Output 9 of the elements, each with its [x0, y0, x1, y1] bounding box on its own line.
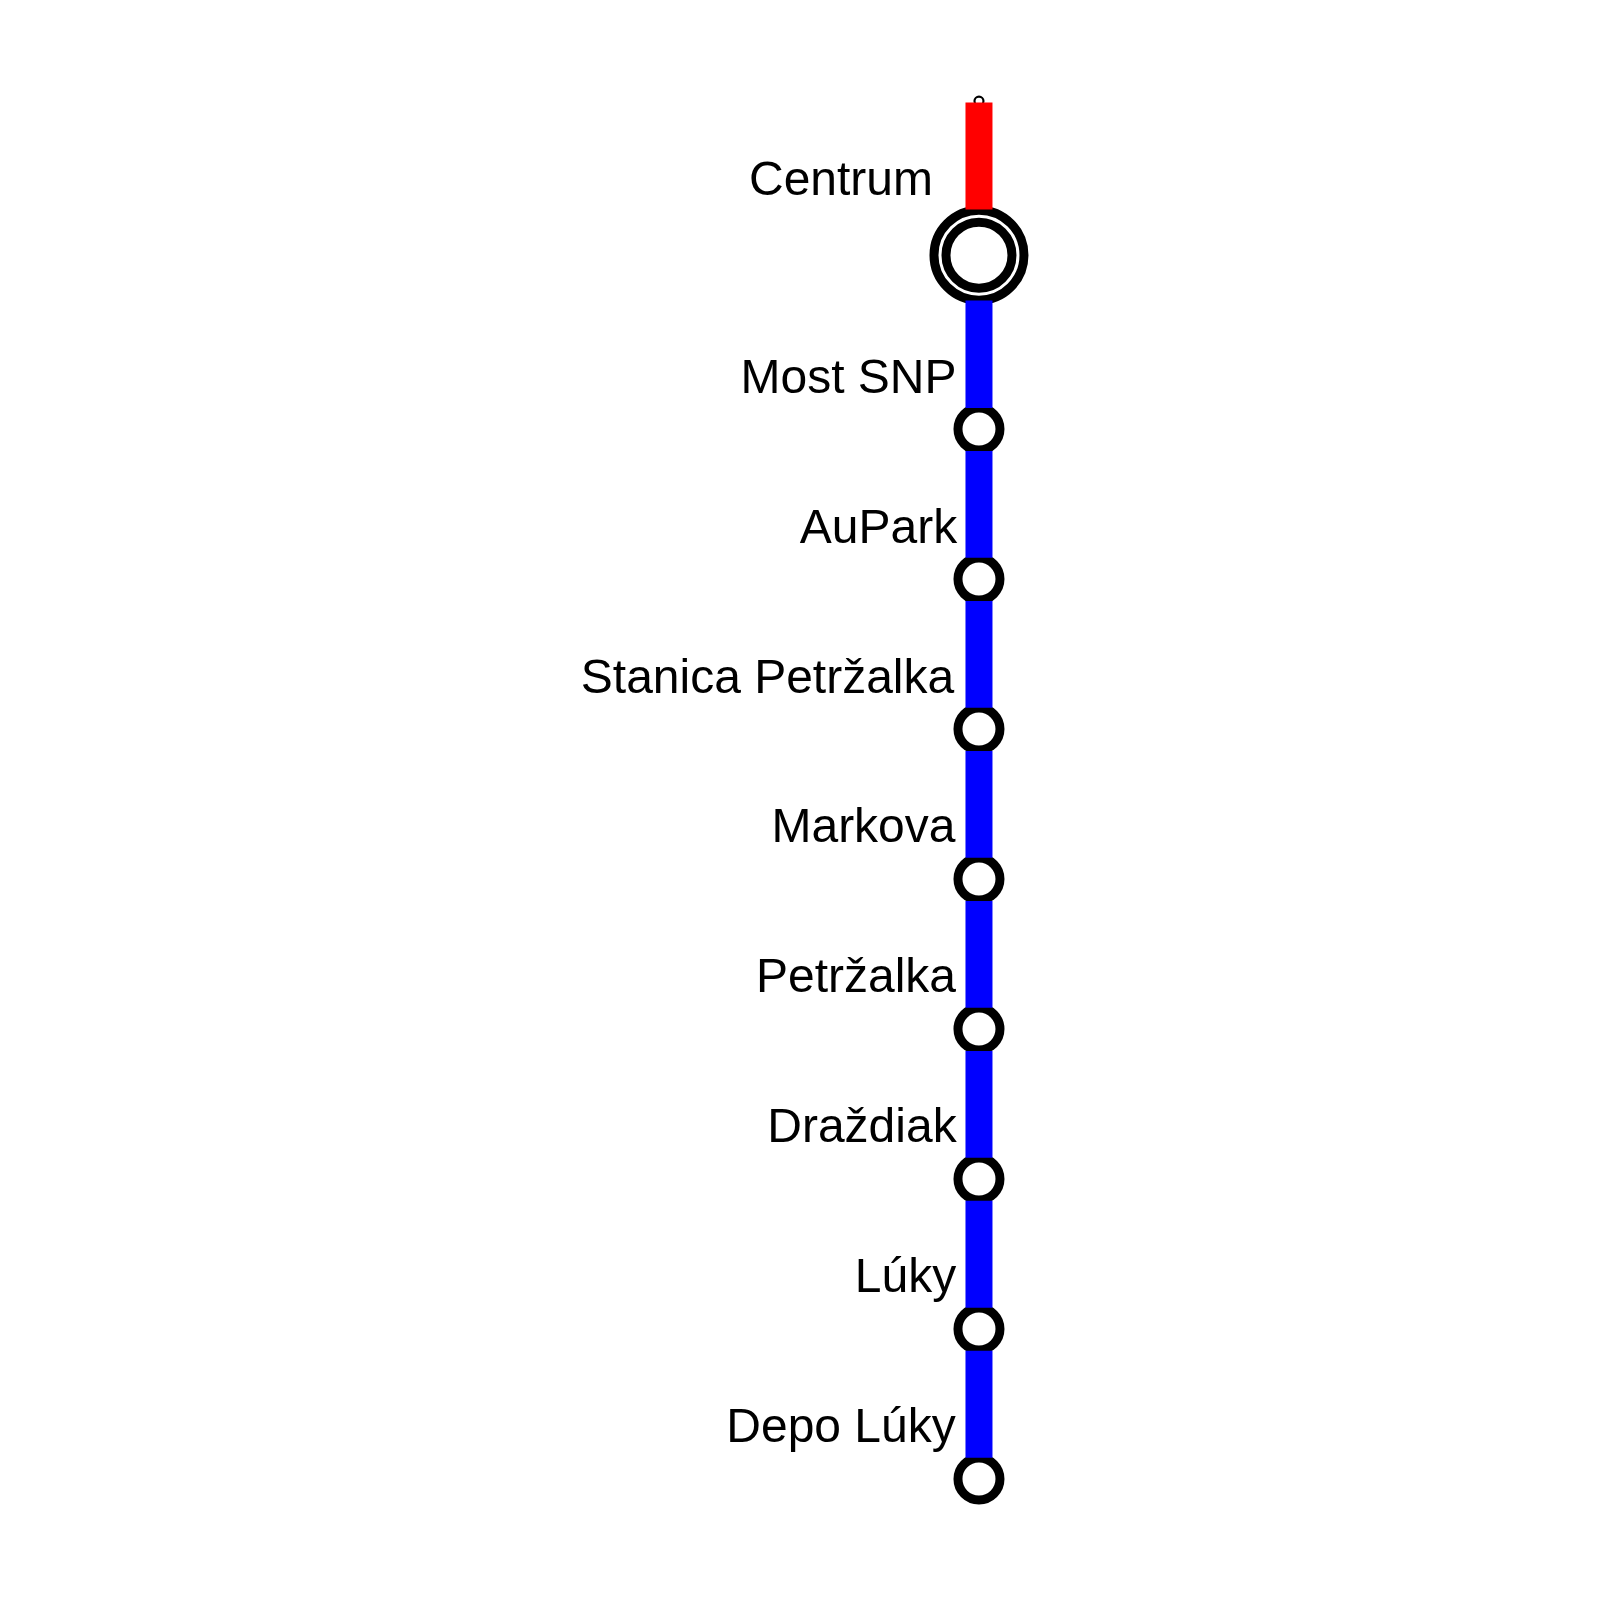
node-label: Most SNP — [740, 349, 956, 403]
node-label: Draždiak — [766, 1099, 957, 1153]
node-label: Markova — [770, 799, 955, 853]
node-label: Centrum — [748, 151, 933, 205]
node-label: Stanica Petržalka — [580, 649, 954, 703]
node-label: Depo Lúky — [725, 1399, 956, 1453]
node-label: Petržalka — [755, 949, 956, 1003]
node-label: AuPark — [799, 499, 957, 553]
node-label: Lúky — [854, 1249, 956, 1303]
